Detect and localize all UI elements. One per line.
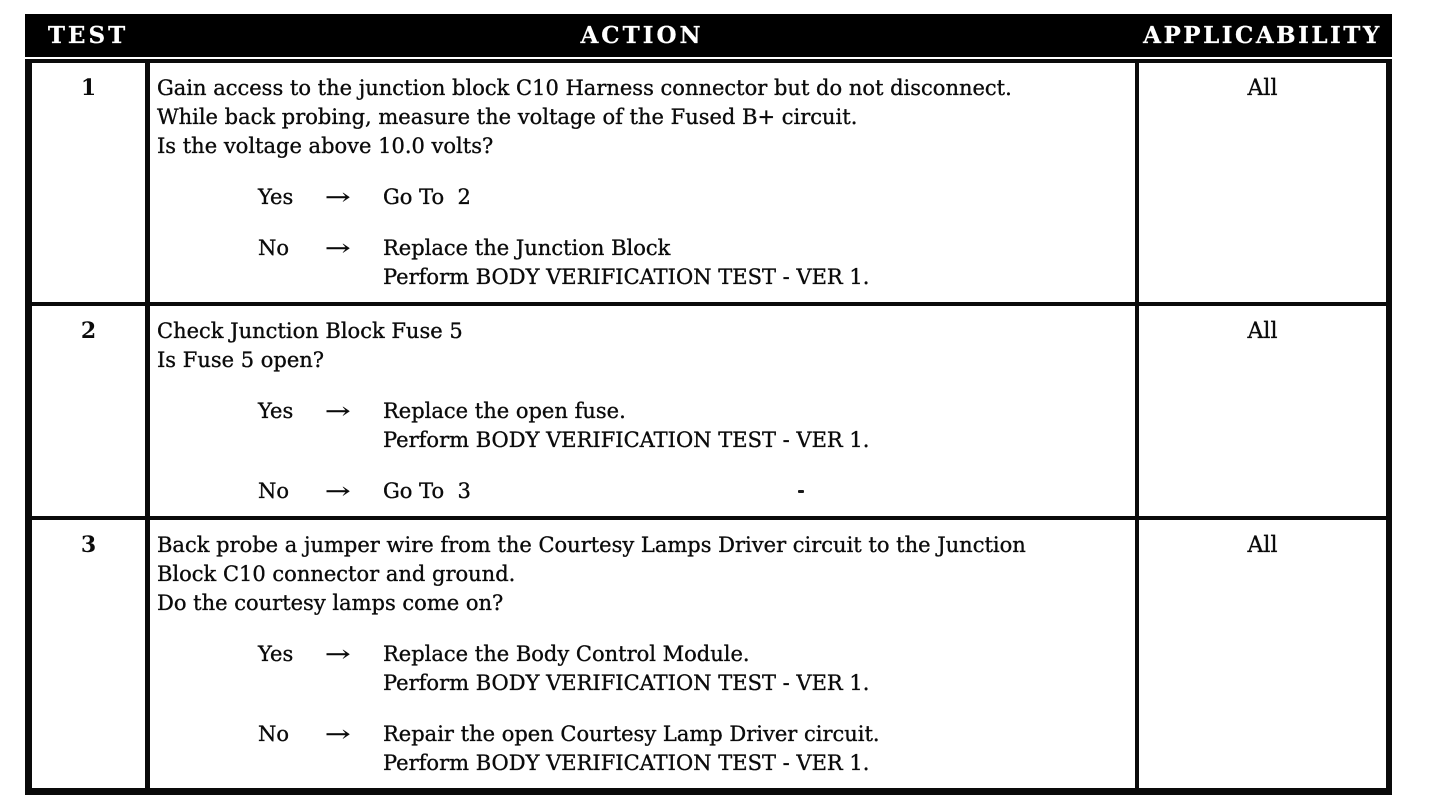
branch-action-line: Replace the Body Control Module. bbox=[383, 642, 750, 666]
applicability-value: All bbox=[1247, 319, 1278, 344]
arrow-right-icon: → bbox=[325, 399, 351, 423]
action-cell: Gain access to the junction block C10 Ha… bbox=[150, 63, 1139, 302]
applicability-value: All bbox=[1247, 533, 1278, 558]
action-question-line: While back probing, measure the voltage … bbox=[157, 105, 858, 129]
branch-action-line: Replace the Junction Block bbox=[383, 236, 671, 260]
table-header-row: TEST ACTION APPLICABILITY bbox=[25, 14, 1392, 57]
arrow-right-icon: → bbox=[325, 185, 351, 209]
branch-label: Yes bbox=[258, 399, 294, 423]
test-number: 3 bbox=[32, 520, 150, 788]
branch-label: Yes bbox=[258, 185, 294, 209]
scan-artifact-dot bbox=[798, 490, 804, 493]
branch-action-line: Replace the open fuse. bbox=[383, 399, 626, 423]
action-cell: Back probe a jumper wire from the Courte… bbox=[150, 520, 1139, 788]
test-number: 2 bbox=[32, 306, 150, 516]
branch-no: No → Go To 3 bbox=[258, 477, 1131, 506]
branch-actions: Replace the Body Control Module. Perform… bbox=[383, 640, 870, 698]
test-number: 1 bbox=[32, 63, 150, 302]
action-question-line: Do the courtesy lamps come on? bbox=[157, 591, 504, 615]
applicability-value: All bbox=[1247, 76, 1278, 101]
branch-action-line: Perform BODY VERIFICATION TEST - VER 1. bbox=[383, 265, 870, 289]
action-question-line: Is Fuse 5 open? bbox=[157, 348, 325, 372]
branch-yes: Yes → Go To 2 bbox=[258, 183, 1131, 212]
branch-actions: Go To 3 bbox=[383, 477, 471, 506]
branch-yes: Yes → Replace the open fuse. Perform BOD… bbox=[258, 397, 1131, 455]
table-row-test-2: 2 Check Junction Block Fuse 5 Is Fuse 5 … bbox=[32, 302, 1386, 516]
branch-yes: Yes → Replace the Body Control Module. P… bbox=[258, 640, 1131, 698]
branch-label: No bbox=[258, 479, 290, 503]
arrow-right-icon: → bbox=[325, 479, 351, 503]
branch-action-line: Perform BODY VERIFICATION TEST - VER 1. bbox=[383, 751, 870, 775]
branch-no: No → Replace the Junction Block Perform … bbox=[258, 234, 1131, 292]
column-header-applicability: APPLICABILITY bbox=[1143, 22, 1382, 49]
column-header-action: ACTION bbox=[580, 22, 704, 49]
diagnostic-test-table: TEST ACTION APPLICABILITY 1 Gain access … bbox=[25, 14, 1392, 795]
branch-label: Yes bbox=[258, 642, 294, 666]
branch-action-line: Perform BODY VERIFICATION TEST - VER 1. bbox=[383, 671, 870, 695]
table-row-test-3: 3 Back probe a jumper wire from the Cour… bbox=[32, 516, 1386, 788]
arrow-right-icon: → bbox=[325, 722, 351, 746]
branch-actions: Replace the Junction Block Perform BODY … bbox=[383, 234, 870, 292]
branch-label: No bbox=[258, 236, 290, 260]
branch-action-line: Go To 2 bbox=[383, 185, 471, 209]
action-question-line: Gain access to the junction block C10 Ha… bbox=[157, 76, 1012, 100]
branch-actions: Replace the open fuse. Perform BODY VERI… bbox=[383, 397, 870, 455]
table-body: 1 Gain access to the junction block C10 … bbox=[25, 59, 1392, 795]
action-question-line: Block C10 connector and ground. bbox=[157, 562, 516, 586]
branch-action-line: Perform BODY VERIFICATION TEST - VER 1. bbox=[383, 428, 870, 452]
branch-label: No bbox=[258, 722, 290, 746]
action-question-line: Back probe a jumper wire from the Courte… bbox=[157, 533, 1026, 557]
action-cell: Check Junction Block Fuse 5 Is Fuse 5 op… bbox=[150, 306, 1139, 516]
branch-action-line: Repair the open Courtesy Lamp Driver cir… bbox=[383, 722, 880, 746]
branch-actions: Repair the open Courtesy Lamp Driver cir… bbox=[383, 720, 880, 778]
branch-actions: Go To 2 bbox=[383, 183, 471, 212]
table-row-test-1: 1 Gain access to the junction block C10 … bbox=[32, 63, 1386, 302]
column-header-test: TEST bbox=[47, 22, 129, 49]
arrow-right-icon: → bbox=[325, 236, 351, 260]
branch-action-line: Go To 3 bbox=[383, 479, 471, 503]
action-question-line: Check Junction Block Fuse 5 bbox=[157, 319, 463, 343]
branch-no: No → Repair the open Courtesy Lamp Drive… bbox=[258, 720, 1131, 778]
action-question-line: Is the voltage above 10.0 volts? bbox=[157, 134, 494, 158]
arrow-right-icon: → bbox=[325, 642, 351, 666]
